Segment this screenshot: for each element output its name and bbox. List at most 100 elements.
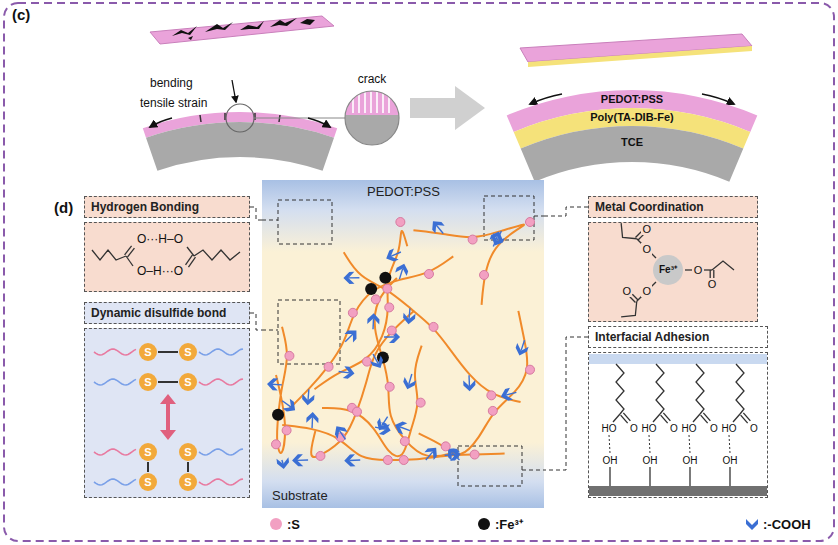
crack-zoom bbox=[344, 90, 400, 147]
text-label: HO bbox=[721, 423, 738, 434]
bond bbox=[630, 297, 636, 303]
side-chain bbox=[373, 354, 378, 364]
sulfur-atom bbox=[385, 303, 394, 312]
carboxyl-group bbox=[463, 380, 475, 391]
text-label: PEDOT:PSS bbox=[601, 93, 663, 105]
sulfur-atom bbox=[526, 365, 535, 374]
bond bbox=[147, 462, 149, 472]
hydrogen-bond bbox=[729, 435, 730, 453]
legend-swatch bbox=[744, 516, 760, 532]
bond bbox=[653, 414, 660, 422]
polymer-strand bbox=[94, 349, 136, 355]
sulfur-atom bbox=[396, 218, 405, 227]
sulfur-atom bbox=[400, 437, 409, 446]
process-arrow bbox=[410, 86, 485, 130]
leader-line bbox=[250, 313, 262, 330]
sulfur-atom bbox=[285, 351, 294, 360]
text-label: HO bbox=[601, 423, 618, 434]
callout-box: SSSSSSSSDynamic disulfide bond bbox=[84, 302, 250, 498]
carboxyl-group bbox=[283, 399, 299, 415]
callout-heading: Dynamic disulfide bond bbox=[84, 302, 250, 324]
leader-line bbox=[522, 470, 544, 471]
carboxyl-group bbox=[344, 454, 356, 466]
side-chain bbox=[452, 452, 460, 460]
bond bbox=[685, 269, 692, 270]
text-label: crack bbox=[358, 73, 387, 86]
carboxyl-group bbox=[292, 454, 303, 466]
sulfur-atom bbox=[324, 362, 333, 371]
magnifier-ring bbox=[226, 104, 254, 132]
callout-heading: Interfacial Adhesion bbox=[588, 326, 768, 348]
layer-label: Substrate bbox=[272, 488, 328, 503]
side-chain bbox=[339, 372, 350, 373]
bond bbox=[663, 413, 670, 421]
polymer-chain bbox=[314, 231, 407, 389]
bond bbox=[729, 467, 730, 486]
leader-line bbox=[250, 207, 262, 220]
atom-symbol: Fe³⁺ bbox=[659, 265, 677, 275]
bond bbox=[158, 381, 178, 383]
sulfur-atom bbox=[362, 357, 371, 366]
bond bbox=[649, 467, 650, 486]
atom-symbol: S bbox=[184, 347, 191, 358]
side-chain bbox=[468, 375, 470, 386]
side-chain bbox=[349, 459, 360, 461]
bond bbox=[623, 413, 630, 421]
carboxyl-group bbox=[402, 377, 417, 391]
side-chain bbox=[409, 374, 412, 385]
carboxyl-group bbox=[302, 394, 315, 406]
atom-circle: Fe³⁺ bbox=[653, 255, 683, 285]
side-chain bbox=[384, 336, 395, 337]
bond bbox=[710, 270, 711, 278]
text-label: bending bbox=[150, 77, 193, 90]
atom-circle: S bbox=[179, 343, 197, 361]
atom-symbol: S bbox=[184, 447, 191, 458]
polymer-chain bbox=[322, 346, 422, 457]
polymer-chain bbox=[311, 311, 414, 457]
sulfur-atom bbox=[383, 456, 392, 465]
crack-zoom-ring bbox=[345, 91, 399, 145]
sulfur-atom bbox=[487, 391, 496, 400]
side-chain bbox=[372, 318, 374, 329]
text-label: TCE bbox=[621, 136, 643, 148]
text-label: (c) bbox=[12, 7, 30, 24]
atom-circle: S bbox=[179, 443, 197, 461]
text-label: O bbox=[709, 423, 719, 434]
side-chain bbox=[506, 392, 517, 395]
alkyl-chain bbox=[712, 261, 734, 270]
legend-text: :Fe³⁺ bbox=[495, 515, 523, 533]
carboxyl-group bbox=[267, 378, 279, 391]
text-label: O bbox=[622, 285, 633, 297]
legend-text: :-COOH bbox=[763, 517, 811, 532]
text-label: OH bbox=[682, 455, 699, 466]
side-chain bbox=[521, 340, 524, 350]
atom-symbol: S bbox=[184, 477, 191, 488]
text-label: O bbox=[641, 223, 652, 235]
text-label: O bbox=[641, 243, 652, 255]
carboxyl-group bbox=[306, 412, 318, 424]
text-label: O bbox=[693, 264, 704, 276]
bond bbox=[638, 234, 644, 240]
sulfur-atom bbox=[470, 450, 479, 459]
carboxyl-group bbox=[367, 313, 380, 325]
polymer-strand bbox=[94, 449, 136, 455]
bond bbox=[188, 257, 195, 267]
legend-swatch bbox=[268, 516, 284, 532]
layer-label: PEDOT:PSS bbox=[367, 184, 440, 199]
bond bbox=[126, 256, 133, 266]
leader-line bbox=[534, 216, 544, 217]
text-label: OH bbox=[722, 455, 739, 466]
side-chain bbox=[391, 252, 401, 256]
side-chain bbox=[345, 334, 353, 342]
leader-line bbox=[544, 207, 588, 216]
substrate-bar bbox=[589, 486, 768, 496]
atom-symbol: S bbox=[184, 377, 191, 388]
sulfur-atom bbox=[371, 295, 380, 304]
hydrogen-bond bbox=[609, 435, 610, 453]
atom-circle: S bbox=[179, 473, 197, 491]
sulfur-atom bbox=[488, 406, 497, 415]
focus-box bbox=[278, 200, 332, 244]
bond bbox=[613, 414, 620, 422]
carboxyl-group bbox=[393, 419, 408, 434]
polymer-chain bbox=[282, 425, 504, 460]
